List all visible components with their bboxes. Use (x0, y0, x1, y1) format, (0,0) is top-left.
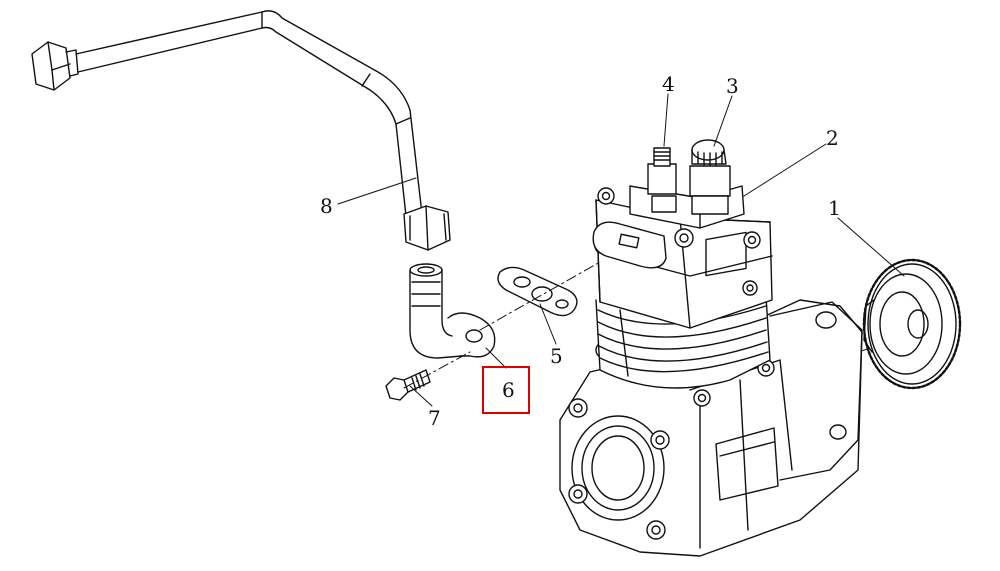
part-label-8: 8 (320, 194, 333, 218)
part-label-2: 2 (826, 126, 839, 150)
air-compressor-body (559, 139, 863, 557)
oil-pipe (31, 10, 451, 251)
gasket (497, 266, 578, 317)
elbow-fitting (409, 263, 496, 359)
part-label-7: 7 (428, 406, 441, 430)
part-label-3: 3 (726, 74, 739, 98)
drive-gear (862, 258, 962, 390)
part-label-5: 5 (550, 344, 563, 368)
part-label-4: 4 (662, 72, 675, 96)
part-label-1: 1 (828, 196, 841, 220)
part-label-6: 6 (502, 378, 515, 402)
highlight-box-part-6 (482, 366, 530, 414)
bolt (385, 369, 431, 401)
leader-lines (337, 93, 905, 407)
